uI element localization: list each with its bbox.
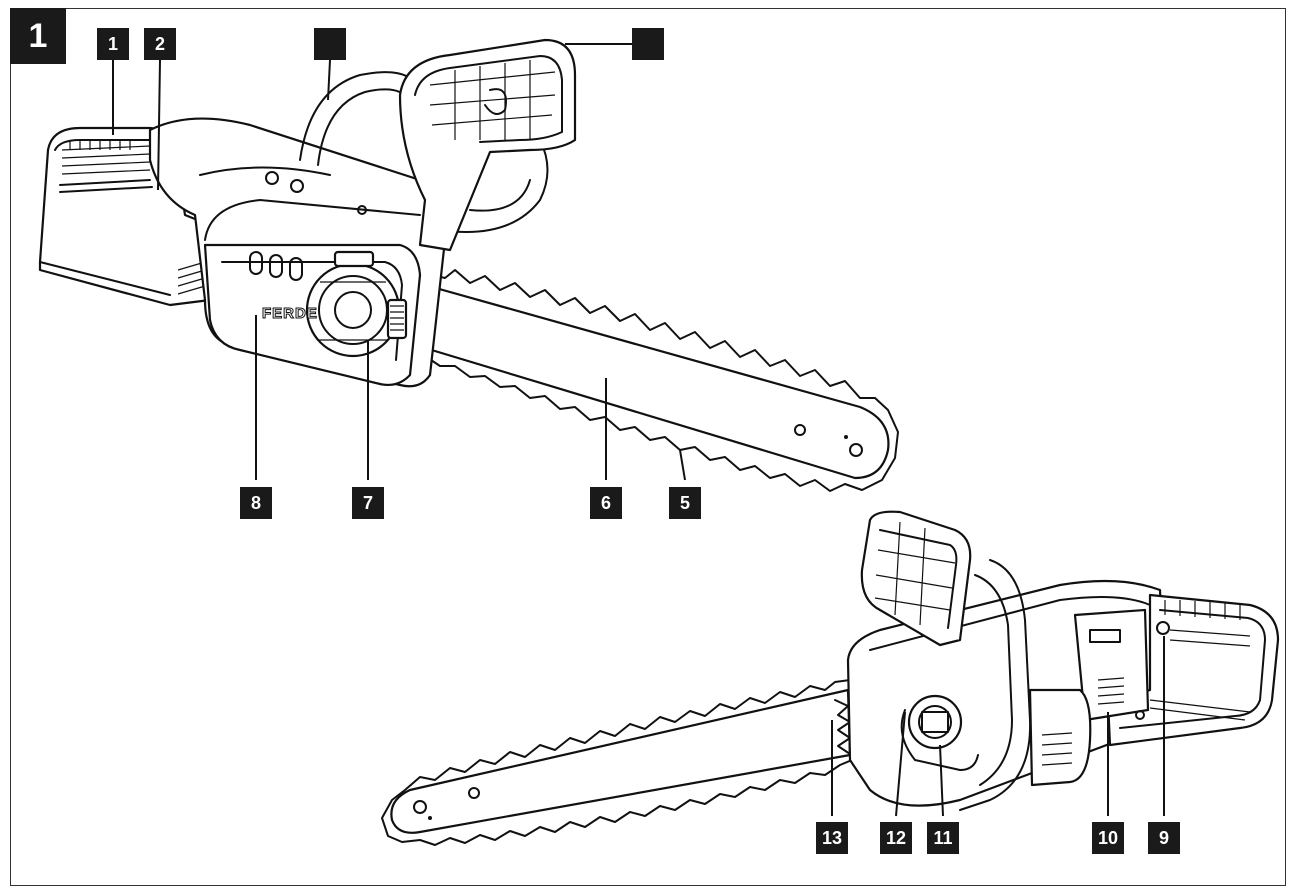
figure-number-badge: 1 [10, 8, 66, 64]
top-hand-guard [398, 38, 577, 252]
bottom-chainsaw [381, 510, 1280, 846]
callout-11: 11 [927, 822, 959, 854]
callout-13: 13 [816, 822, 848, 854]
callout-3-blank [314, 28, 346, 60]
bar-hole-icon [794, 424, 806, 436]
bottom-saw-chain [381, 679, 853, 846]
callout-7: 7 [352, 487, 384, 519]
bottom-oil-cap [907, 694, 963, 750]
bottom-hand-guard [860, 510, 972, 647]
callout-5: 5 [669, 487, 701, 519]
leader-lines [112, 43, 1165, 817]
callout-9: 9 [1148, 822, 1180, 854]
callout-12: 12 [880, 822, 912, 854]
top-tension-knob [305, 262, 401, 358]
callout-10: 10 [1092, 822, 1124, 854]
top-chainsaw: FERDE [38, 38, 899, 492]
callout-6: 6 [590, 487, 622, 519]
bar-hole-icon [413, 800, 427, 814]
callout-2: 2 [144, 28, 176, 60]
callout-1: 1 [97, 28, 129, 60]
bar-hole-icon [849, 443, 863, 457]
callout-4-blank [632, 28, 664, 60]
brand-logo: FERDE [262, 305, 318, 322]
callout-8: 8 [240, 487, 272, 519]
bottom-battery-slot [1073, 608, 1150, 722]
bottom-guide-bar [390, 688, 852, 834]
top-guide-bar [423, 283, 890, 480]
top-saw-chain [417, 269, 899, 492]
bar-hole-icon [468, 787, 480, 799]
